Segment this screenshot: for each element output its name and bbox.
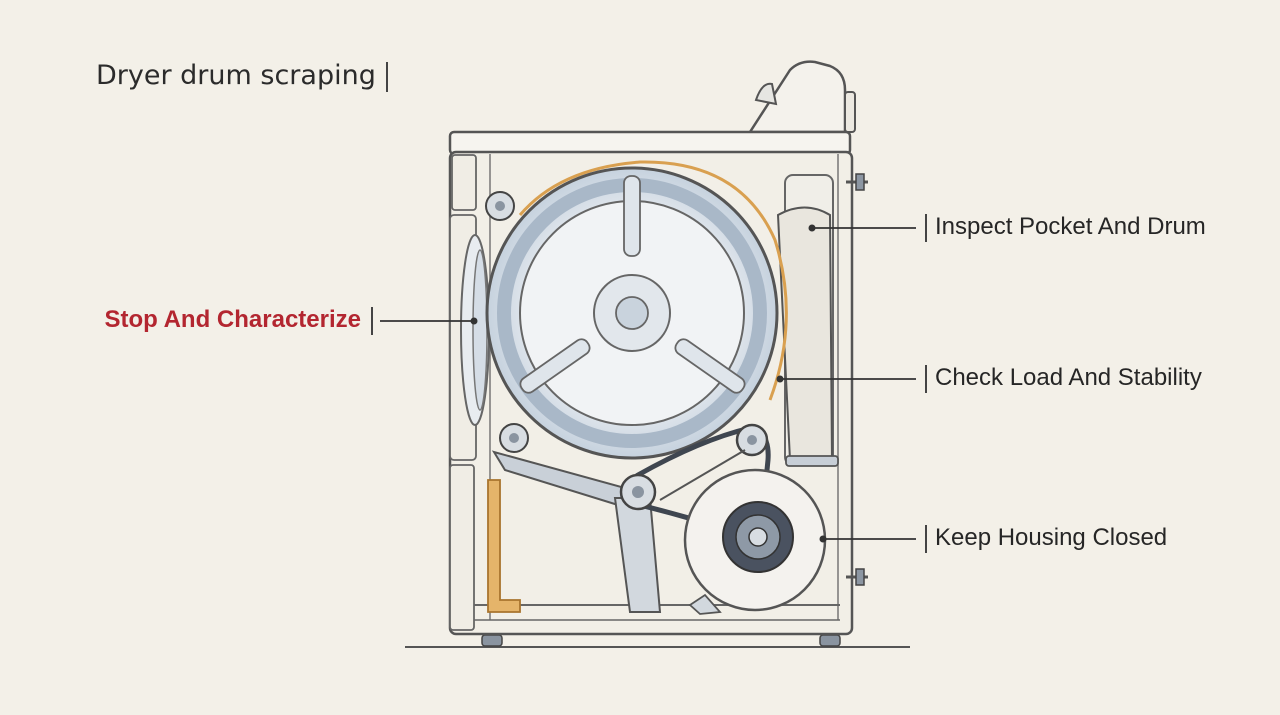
label-stop-text: Stop And Characterize: [104, 306, 362, 333]
duct-clamp: [785, 455, 839, 467]
duct-pocket: [776, 206, 834, 461]
top-panel: [448, 130, 852, 156]
bolt-lower: [846, 568, 868, 586]
label-keep-housing-closed: Keep Housing Closed: [925, 523, 1167, 553]
roller-upper: [485, 191, 515, 221]
label-check-text: Check Load And Stability: [935, 364, 1202, 391]
front-panel-lower: [449, 464, 475, 631]
belt-pulley-top: [735, 423, 769, 457]
blower-foot: [688, 593, 722, 615]
title-text: Dryer drum scraping: [96, 60, 376, 91]
console-knob: [754, 82, 778, 106]
diagram-title: Dryer drum scraping: [96, 60, 388, 92]
label-stop-bar: [371, 306, 373, 335]
label-inspect-bar: [925, 213, 927, 242]
front-panel-upper: [451, 154, 477, 211]
callout-keep: [819, 535, 916, 543]
foot-left: [481, 634, 503, 647]
roller-lower: [499, 423, 529, 453]
drum-hub-center: [615, 296, 649, 330]
foot-right: [819, 634, 841, 647]
label-keep-text: Keep Housing Closed: [935, 524, 1168, 551]
callout-check: [776, 375, 916, 383]
label-keep-bar: [925, 524, 927, 553]
support-bracket: [487, 479, 521, 613]
bolt-upper: [846, 173, 868, 191]
drum-belt: [518, 160, 788, 401]
control-console: [747, 60, 847, 134]
drum-baffle-left: [519, 338, 591, 394]
label-stop-and-characterize: Stop And Characterize: [104, 305, 373, 335]
arm-strut: [659, 449, 746, 501]
label-check-load-and-stability: Check Load And Stability: [925, 363, 1202, 393]
console-side: [844, 91, 856, 133]
label-inspect-text: Inspect Pocket And Drum: [935, 213, 1206, 240]
drum-baffle-top: [623, 175, 641, 257]
door-glass-inner: [472, 249, 488, 411]
label-inspect-pocket-and-drum: Inspect Pocket And Drum: [925, 212, 1206, 242]
motor-shaft: [748, 527, 768, 547]
callout-stop: [380, 317, 478, 325]
idler-pulley: [619, 473, 657, 511]
title-cursor: [385, 61, 388, 92]
drum-baffle-right: [674, 338, 746, 394]
callout-inspect: [808, 224, 916, 232]
label-check-bar: [925, 364, 927, 393]
